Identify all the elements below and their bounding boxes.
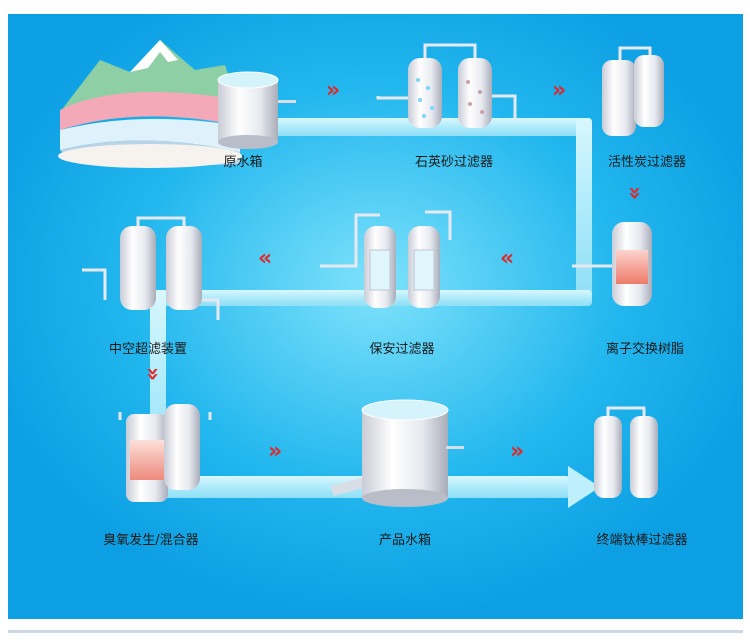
label-hollow-ultrafiltration: 中空超滤装置 — [108, 342, 188, 357]
label-ion-exchange-resin: 离子交换树脂 — [605, 342, 685, 357]
bottom-strip — [0, 622, 750, 636]
flow-arrow-left: « — [258, 246, 273, 271]
label-ozone-generator-mixer: 臭氧发生/混合器 — [103, 533, 199, 548]
terminal-titanium-rod-filter-illustration — [594, 406, 658, 498]
label-raw-water-tank: 原水箱 — [223, 155, 263, 170]
label-product-water-tank: 产品水箱 — [378, 533, 432, 548]
activated-carbon-filter-illustration — [602, 46, 664, 136]
label-security-filter: 保安过滤器 — [369, 342, 435, 357]
flow-arrow-right: » — [552, 78, 567, 103]
hollow-ultrafiltration-illustration — [82, 216, 220, 320]
flow-arrow-right: » — [326, 78, 341, 103]
bottom-divider — [8, 630, 743, 633]
ion-exchange-resin-illustration — [572, 222, 652, 306]
flow-arrow-down: » — [140, 366, 166, 382]
ozone-generator-mixer-illustration — [118, 404, 212, 502]
label-quartz-sand-filter: 石英砂过滤器 — [414, 155, 494, 170]
flow-arrow-right: » — [510, 439, 525, 464]
security-filter-illustration — [320, 210, 452, 308]
flow-arrow-left: « — [500, 246, 515, 271]
raw-water-tank-illustration — [58, 40, 296, 168]
product-water-tank-illustration — [330, 399, 464, 507]
flow-arrow-down: » — [622, 185, 648, 201]
label-activated-carbon-filter: 活性炭过滤器 — [607, 155, 687, 170]
quartz-sand-filter-illustration — [376, 43, 517, 128]
label-terminal-titanium-rod-filter: 终端钛棒过滤器 — [596, 533, 688, 548]
flow-arrow-right: » — [268, 439, 283, 464]
